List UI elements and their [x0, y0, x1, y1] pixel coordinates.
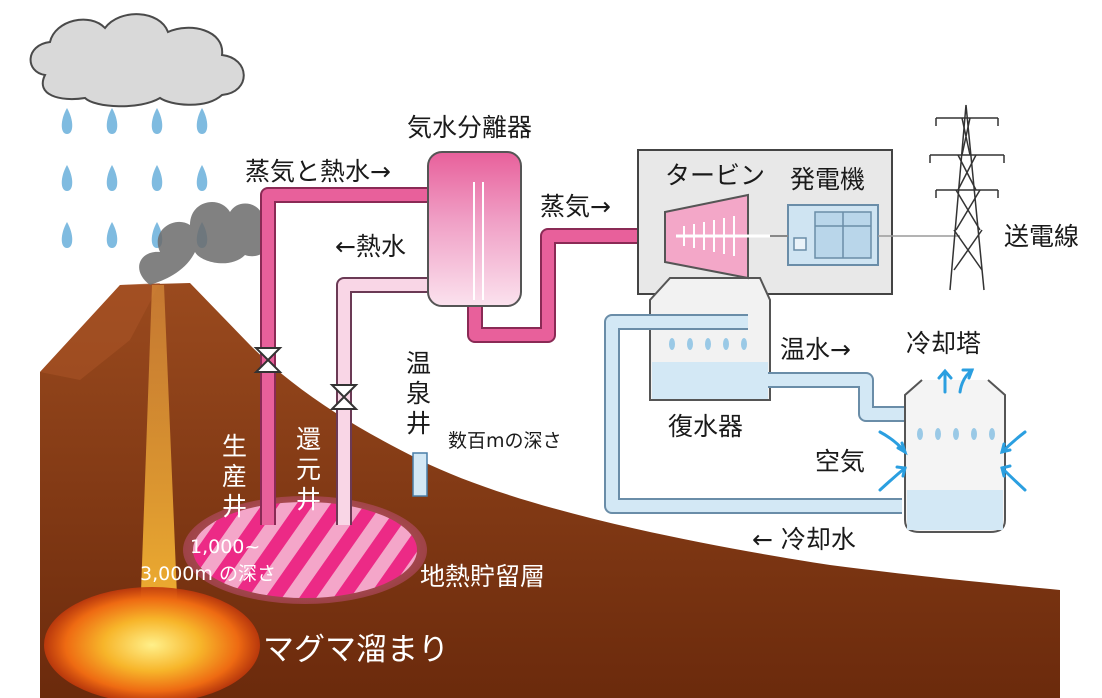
- svg-text:還: 還: [296, 425, 321, 454]
- warm-water-label: 温水→: [780, 335, 851, 364]
- svg-text:産: 産: [222, 462, 247, 491]
- hot-water-return-label: ←熱水: [335, 232, 406, 261]
- volcano-slope-highlight: [40, 283, 160, 380]
- separator-label: 気水分離器: [407, 113, 532, 142]
- depth-line2-label: 3,000m の深さ: [140, 563, 276, 585]
- cloud-icon: [29, 13, 245, 108]
- reservoir-label: 地熱貯留層: [420, 562, 545, 591]
- transmission-tower-icon: [929, 104, 1005, 291]
- svg-text:泉: 泉: [406, 379, 431, 408]
- svg-text:元: 元: [296, 455, 321, 484]
- magma-conduit: [140, 285, 178, 620]
- air-flow-arrows-icon: [878, 368, 1027, 492]
- reservoir-stripes: [193, 502, 417, 598]
- svg-text:井: 井: [296, 485, 321, 514]
- reinjection-valve-icon: [329, 384, 359, 410]
- cooling-water-label: ← 冷却水: [752, 525, 856, 554]
- hot-spring-depth-label: 数百mの深さ: [448, 430, 562, 452]
- production-well-label: 生 産 井: [222, 432, 247, 521]
- air-label: 空気: [815, 447, 865, 476]
- svg-text:井: 井: [406, 409, 431, 438]
- svg-text:温: 温: [406, 349, 431, 378]
- rain-drops: [61, 108, 208, 248]
- volcanic-smoke: [139, 202, 271, 285]
- production-valve-icon: [253, 347, 283, 373]
- condenser-label: 復水器: [668, 412, 743, 441]
- depth-line1-label: 1,000~: [190, 536, 260, 558]
- generator-label: 発電機: [790, 165, 865, 194]
- condenser-spray: [669, 338, 747, 350]
- magma-chamber: [44, 587, 260, 698]
- hot-spring-well-label: 温 泉 井: [406, 349, 431, 438]
- magma-label: マグマ溜まり: [263, 632, 449, 668]
- reinjection-well-label: 還 元 井: [296, 425, 321, 514]
- cooling-tower-spray: [917, 428, 995, 440]
- steam-hot-water-label: 蒸気と熱水→: [245, 157, 391, 186]
- steam-to-turbine-label: 蒸気→: [540, 192, 611, 221]
- svg-text:井: 井: [222, 492, 247, 521]
- hot-spring-well: [412, 452, 428, 497]
- turbine-label: タービン: [665, 161, 765, 190]
- power-line-label: 送電線: [1004, 222, 1079, 251]
- cooling-tower-label: 冷却塔: [906, 329, 981, 358]
- svg-text:生: 生: [222, 432, 247, 461]
